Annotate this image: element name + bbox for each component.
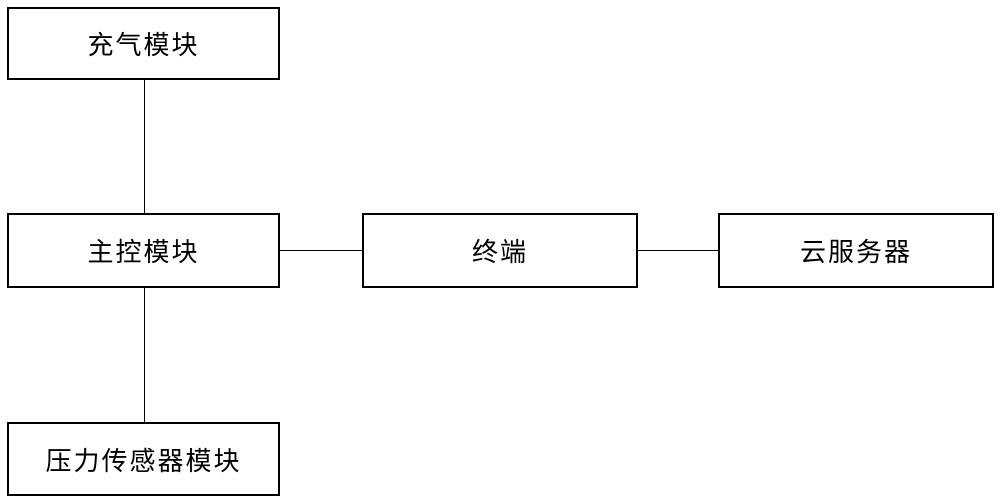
connector-inflation-to-main	[144, 80, 145, 213]
cloud-server-label: 云服务器	[799, 238, 912, 268]
main-control-module-label: 主控模块	[87, 238, 200, 268]
terminal-label: 终端	[471, 238, 528, 268]
connector-terminal-to-cloud	[638, 250, 718, 251]
cloud-server-box: 云服务器	[718, 213, 994, 288]
inflation-module-label: 充气模块	[87, 31, 200, 61]
pressure-sensor-module-box: 压力传感器模块	[7, 422, 280, 496]
terminal-box: 终端	[362, 213, 638, 288]
pressure-sensor-module-label: 压力传感器模块	[45, 446, 242, 477]
connector-main-to-terminal	[280, 250, 362, 251]
connector-main-to-pressure-sensor	[144, 288, 145, 422]
inflation-module-box: 充气模块	[7, 7, 280, 80]
main-control-module-box: 主控模块	[7, 213, 280, 288]
